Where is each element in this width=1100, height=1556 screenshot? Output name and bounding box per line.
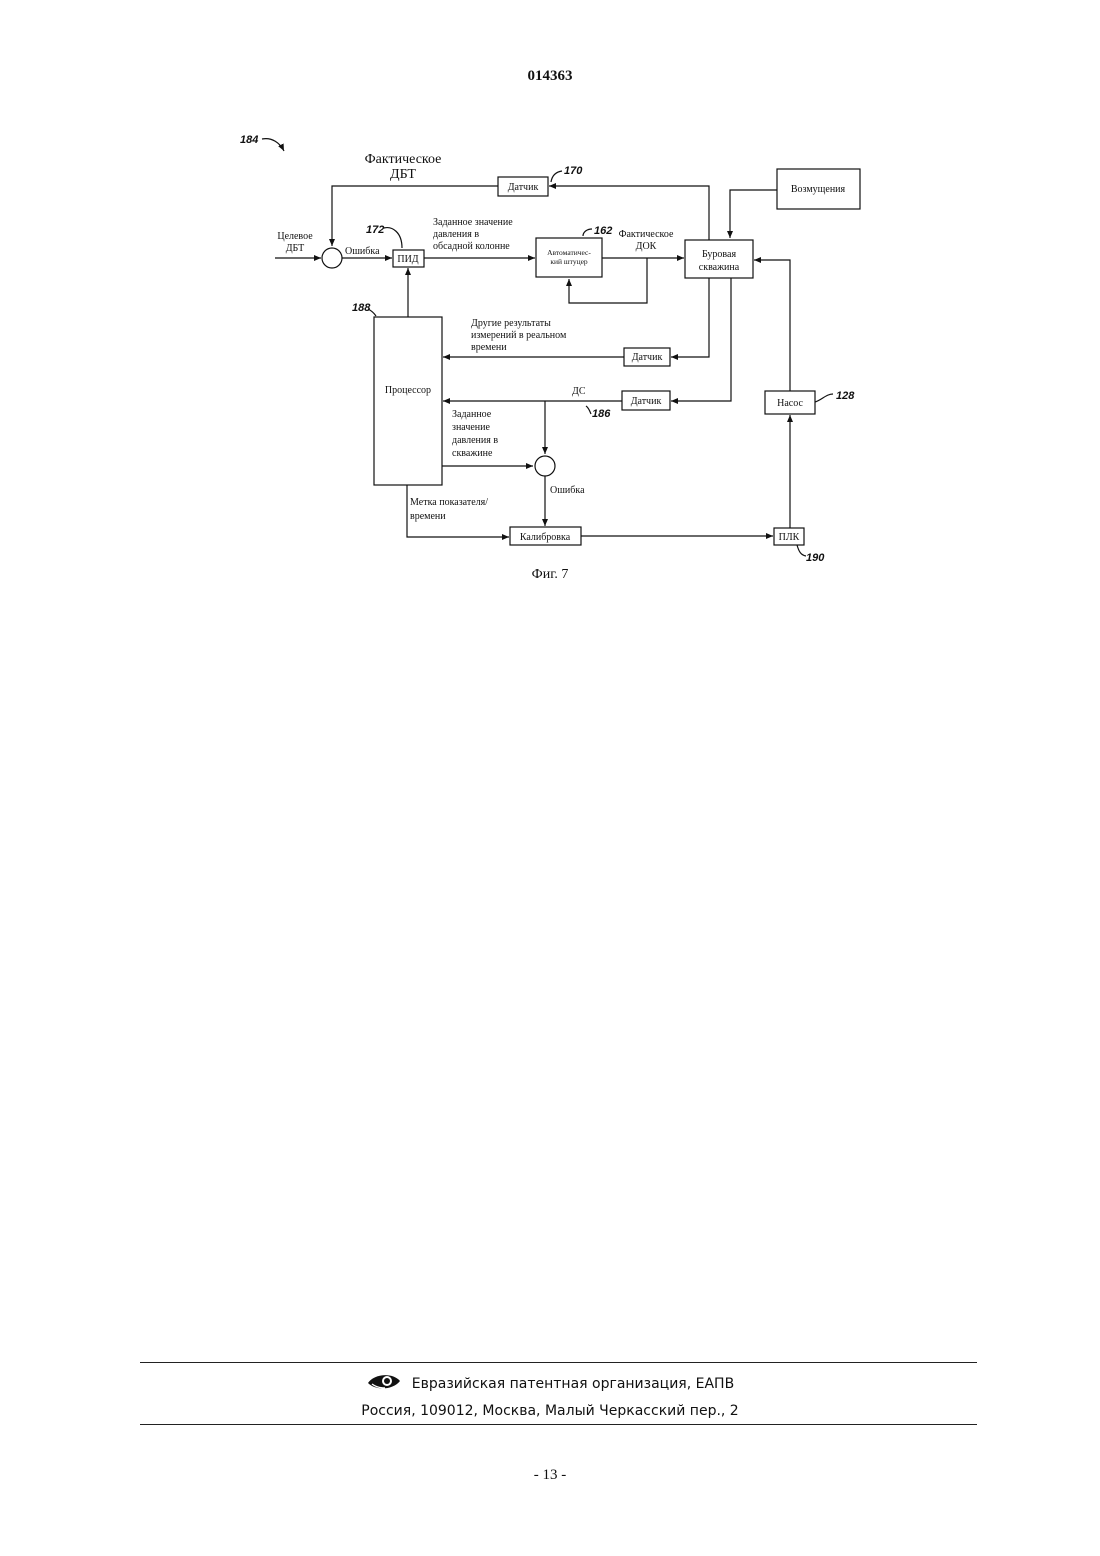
setpoint-casing-label-1: Заданное значение [433,217,513,228]
timestamp-label-1: Метка показателя/ [410,497,488,508]
ref-leader-170 [551,171,562,182]
setpoint-well-label-4: скважине [452,448,493,459]
choke-label-2: кий штуцер [550,257,588,266]
ref-leader-128 [815,394,833,402]
ref-leader-190 [797,545,806,556]
ds-label: ДС [572,386,586,397]
actual-dok-label-1: Фактическое [619,229,674,240]
setpoint-well-label-1: Заданное [452,409,492,420]
pump-to-well-arrow [754,260,790,391]
other-results-label-3: времени [471,342,507,353]
processor-block [374,317,442,485]
pid-label: ПИД [397,254,418,265]
ref-162: 162 [594,225,612,237]
error-top-label: Ошибка [345,246,380,257]
ref-leader-186 [586,406,591,414]
figure-caption: Фиг. 7 [0,567,1100,583]
footer-top-divider [140,1362,977,1363]
ref-184: 184 [240,134,258,146]
well-to-sensor-mid-arrow [671,278,709,357]
ref-172: 172 [366,224,384,236]
summing-junction-top [322,248,342,268]
ref-186: 186 [592,408,611,420]
target-dbt-label-2: ДБТ [286,243,305,254]
sensor-ds-label: Датчик [631,396,662,407]
other-results-label-1: Другие результаты [471,318,551,329]
eapo-eye-logo-icon [366,1372,402,1396]
well-label-2: скважина [699,262,740,273]
summing-junction-bottom [535,456,555,476]
setpoint-casing-label-3: обсадной колонне [433,241,510,252]
choke-label-1: Автоматичес- [547,248,591,257]
setpoint-casing-label-2: давления в [433,229,479,240]
pump-label: Насос [777,398,803,409]
calibration-label: Калибровка [520,532,571,543]
ref-128: 128 [836,390,855,402]
well-to-sensor-ds-arrow [671,278,731,401]
ref-190: 190 [806,552,825,564]
sensor-top-label: Датчик [508,182,539,193]
setpoint-well-label-3: давления в [452,435,498,446]
disturbances-arrow [730,190,777,238]
plc-label: ПЛК [779,532,800,543]
well-label-1: Буровая [702,249,737,260]
ref-170: 170 [564,165,583,177]
error-bottom-label: Ошибка [550,485,585,496]
ref-leader-172 [384,228,402,248]
actual-dok-label-2: ДОК [636,241,657,252]
actual-dbt-label-2: ДБТ [390,167,416,182]
control-block-diagram: 184 170 172 162 188 128 186 190 Датчик П… [0,0,1100,600]
ref-leader-162 [583,229,592,236]
footer-bottom-divider [140,1424,977,1425]
target-dbt-label-1: Целевое [277,231,313,242]
ref-188: 188 [352,302,371,314]
other-results-label-2: измерений в реальном [471,330,567,341]
setpoint-well-label-2: значение [452,422,491,433]
footer-organization: Евразийская патентная организация, ЕАПВ [0,1372,1100,1396]
actual-dbt-label-1: Фактическое [365,152,442,167]
processor-label: Процессор [385,385,431,396]
sensor-mid-label: Датчик [632,352,663,363]
disturbances-label: Возмущения [791,184,846,195]
footer-org-text: Евразийская патентная организация, ЕАПВ [412,1376,734,1392]
timestamp-label-2: времени [410,511,446,522]
page-number: - 13 - [0,1467,1100,1484]
footer-address: Россия, 109012, Москва, Малый Черкасский… [0,1403,1100,1419]
fig-ref-arrow [262,139,284,151]
